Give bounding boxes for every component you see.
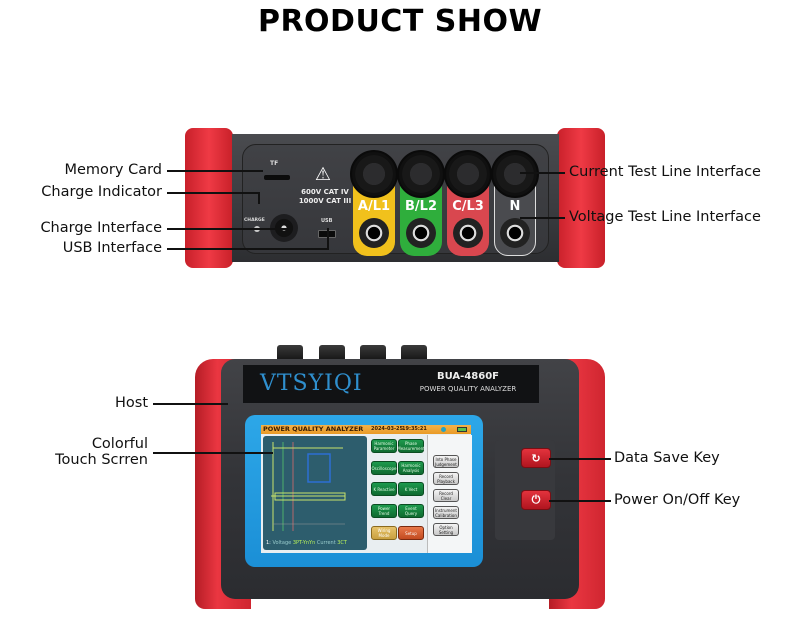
- callout-line: [167, 228, 287, 230]
- callout-line: [258, 192, 260, 204]
- callout-voltage-test-line: Voltage Test Line Interface: [569, 209, 761, 225]
- callout-charge-interface: Charge Interface: [40, 220, 162, 236]
- top-connector-knob: [319, 345, 345, 361]
- model-subtitle: POWER QUALITY ANALYZER: [419, 385, 517, 393]
- screen-header-title: POWER QUALITY ANALYZER: [263, 425, 364, 433]
- top-connector-knob: [401, 345, 427, 361]
- screen-time: 19:35:21: [402, 426, 427, 432]
- callout-current-test-line: Current Test Line Interface: [569, 164, 761, 180]
- menu-button-harmonic-analysis[interactable]: Harmonic Analysis: [398, 461, 424, 475]
- warning-line2: 1000V CAT III: [298, 197, 352, 205]
- callout-line: [327, 228, 329, 250]
- top-connector-knob: [360, 345, 386, 361]
- wiring-voltage-value: 3PT-YnYn: [292, 540, 316, 546]
- callout-line: [549, 500, 611, 502]
- callout-charge-indicator: Charge Indicator: [41, 184, 162, 200]
- screen-date: 2024-03-25: [371, 426, 403, 432]
- callout-usb-interface: USB Interface: [62, 240, 162, 256]
- top-connector-knob: [277, 345, 303, 361]
- tf-card-slot[interactable]: [264, 175, 290, 180]
- touch-screen[interactable]: POWER QUALITY ANALYZER 2024-03-25 19:35:…: [261, 425, 472, 553]
- callout-line: [167, 248, 329, 250]
- callout-line: [153, 452, 273, 454]
- power-icon: ⏻: [531, 493, 541, 506]
- screen-clock-icon: [441, 427, 446, 432]
- wiring-voltage-label: Voltage: [272, 540, 292, 546]
- callout-host: Host: [114, 395, 148, 411]
- menu-button-k-vect[interactable]: K Vect: [398, 482, 424, 496]
- warning-line1: 600V CAT IV: [301, 188, 349, 196]
- top-device: TF ⚠ 600V CAT IV 1000V CAT III CHARGE US…: [185, 128, 605, 268]
- side-button-into-phase-judgement[interactable]: Into Phase Judgement: [433, 455, 459, 468]
- current-connector-c[interactable]: [444, 150, 492, 198]
- voltage-jack-a[interactable]: [359, 218, 389, 248]
- callout-line: [520, 172, 565, 174]
- callout-memory-card: Memory Card: [64, 162, 163, 178]
- usb-label: USB: [321, 218, 333, 224]
- menu-button-k-reactive[interactable]: K Reactive: [371, 482, 397, 496]
- wiring-footer: 1: Voltage 3PT-YnYn Current 3CT: [266, 540, 347, 546]
- front-device: VTSYIQI BUA-4860F POWER QUALITY ANALYZER…: [195, 345, 605, 610]
- wiring-current-label: Current: [316, 540, 336, 546]
- channel-b-label: B/L2: [405, 199, 437, 214]
- warning-icon: ⚠: [314, 164, 332, 185]
- brand-name: VTSYIQI: [260, 371, 363, 396]
- wiring-index: 1:: [266, 540, 271, 546]
- top-panel: TF ⚠ 600V CAT IV 1000V CAT III CHARGE US…: [232, 134, 559, 262]
- channel-n-label: N: [509, 199, 521, 214]
- callout-line: [167, 170, 263, 172]
- menu-button-event-query[interactable]: Event Query: [398, 504, 424, 518]
- screen-header: [261, 425, 471, 434]
- charge-label: CHARGE: [244, 218, 265, 223]
- callout-power-key: Power On/Off Key: [614, 492, 741, 508]
- side-button-instrument-calibration[interactable]: Instrument Calibration: [433, 506, 459, 519]
- menu-button-phase-measurement[interactable]: Phase Measurement: [397, 439, 425, 453]
- data-save-key[interactable]: ↻: [521, 448, 551, 468]
- current-connector-b[interactable]: [397, 150, 445, 198]
- callout-data-save-key: Data Save Key: [614, 450, 720, 466]
- voltage-jack-c[interactable]: [453, 218, 483, 248]
- screen-battery-icon: [457, 427, 467, 432]
- tf-label: TF: [270, 160, 279, 167]
- callout-line: [520, 217, 565, 219]
- callout-touch-screen-line1: Colorful: [91, 436, 148, 452]
- left-bumper: [185, 128, 233, 268]
- model-number: BUA-4860F: [437, 371, 499, 382]
- side-button-record-clear[interactable]: Record Clear: [433, 489, 459, 502]
- callout-line: [167, 192, 260, 194]
- voltage-jack-b[interactable]: [406, 218, 436, 248]
- callout-line: [153, 403, 228, 405]
- callout-touch-screen-line2: Touch Scrren: [55, 452, 148, 468]
- page-title: PRODUCT SHOW: [257, 4, 543, 39]
- voltage-jack-n[interactable]: [500, 218, 530, 248]
- current-connector-a[interactable]: [350, 150, 398, 198]
- current-connector-n[interactable]: [491, 150, 539, 198]
- menu-button-harmonic-parameter[interactable]: Harmonic Parameter: [371, 439, 397, 453]
- right-bumper: [557, 128, 605, 268]
- channel-c-label: C/L3: [452, 199, 484, 214]
- wiring-diagram-lines: [271, 442, 346, 531]
- power-key[interactable]: ⏻: [521, 490, 551, 510]
- menu-button-wiring-mode[interactable]: Wiring Mode: [371, 526, 397, 540]
- menu-button-setup[interactable]: Setup: [398, 526, 424, 540]
- side-button-record-playback[interactable]: Record Playback: [433, 472, 459, 485]
- brand-bar: [243, 365, 539, 403]
- menu-button-oscilloscope[interactable]: Oscilloscope: [371, 461, 397, 475]
- refresh-icon: ↻: [531, 451, 541, 465]
- callout-line: [549, 458, 611, 460]
- side-button-option-setting[interactable]: Option Setting: [433, 523, 459, 536]
- wiring-current-value: 3CT: [337, 540, 347, 546]
- channel-a-label: A/L1: [357, 199, 391, 214]
- wiring-diagram: 1: Voltage 3PT-YnYn Current 3CT: [263, 436, 367, 550]
- menu-button-power-trend[interactable]: Power Trend: [371, 504, 397, 518]
